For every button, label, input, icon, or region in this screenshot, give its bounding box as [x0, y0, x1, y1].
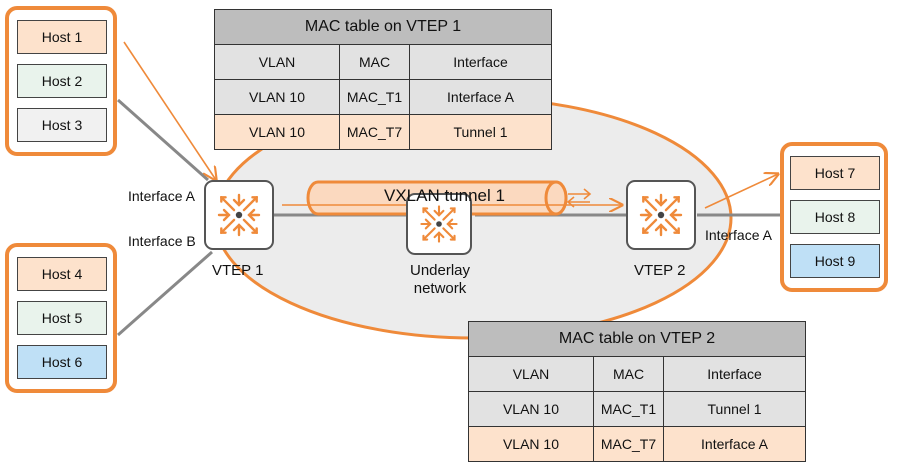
column-header: VLAN — [214, 44, 340, 80]
vtep1-device[interactable] — [204, 180, 274, 250]
vxlan-tunnel-pipe — [306, 180, 568, 216]
table-row: VLAN 10 MAC_T7 Interface A — [468, 426, 807, 462]
table-cell: MAC_T1 — [339, 79, 410, 115]
tunnel-end-arrows-icon — [566, 188, 592, 208]
mac-table-title: MAC table on VTEP 2 — [467, 321, 807, 357]
table-cell: MAC_T7 — [339, 114, 410, 150]
table-row: VLAN 10 MAC_T1 Tunnel 1 — [468, 391, 807, 427]
table-cell: VLAN 10 — [468, 426, 594, 462]
underlay-label-line1: Underlay — [409, 262, 471, 279]
host-group-right: Host 7 Host 8 Host 9 — [780, 142, 888, 292]
switch-icon — [217, 193, 261, 237]
underlay-label-line2: network — [413, 280, 467, 297]
table-row: VLAN 10 MAC_T7 Tunnel 1 — [214, 114, 553, 150]
vtep2-device[interactable] — [626, 180, 696, 250]
arrow-vtep2-host7 — [704, 174, 778, 209]
mac-table-vtep1: MAC table on VTEP 1 VLAN MAC Interface V… — [213, 9, 553, 150]
host-1[interactable]: Host 1 — [17, 20, 107, 54]
table-cell: Tunnel 1 — [408, 114, 553, 150]
table-cell: VLAN 10 — [214, 79, 340, 115]
host-8[interactable]: Host 8 — [790, 200, 880, 234]
table-cell: Tunnel 1 — [662, 391, 807, 427]
vtep1-interface-b-label: Interface B — [128, 233, 196, 249]
arrow-host1-vtep1 — [123, 41, 216, 180]
host-9[interactable]: Host 9 — [790, 244, 880, 278]
column-header: Interface — [408, 44, 553, 80]
switch-icon — [420, 205, 458, 243]
mac-table-title: MAC table on VTEP 1 — [213, 9, 553, 45]
host-2[interactable]: Host 2 — [17, 64, 107, 98]
vtep2-interface-a-label: Interface A — [705, 227, 772, 243]
host-group-left-top: Host 1 Host 2 Host 3 — [5, 6, 117, 156]
table-cell: VLAN 10 — [214, 114, 340, 150]
table-cell: Interface A — [662, 426, 807, 462]
column-header: MAC — [339, 44, 410, 80]
column-header: MAC — [593, 356, 664, 392]
column-header: Interface — [662, 356, 807, 392]
host-group-left-bottom: Host 4 Host 5 Host 6 — [5, 243, 117, 393]
table-cell: MAC_T7 — [593, 426, 664, 462]
host-4[interactable]: Host 4 — [17, 257, 107, 291]
link-group2-vtep1 — [117, 250, 213, 337]
host-3[interactable]: Host 3 — [17, 108, 107, 142]
switch-icon — [639, 193, 683, 237]
table-cell: MAC_T1 — [593, 391, 664, 427]
table-row: VLAN 10 MAC_T1 Interface A — [214, 79, 553, 115]
host-7[interactable]: Host 7 — [790, 156, 880, 190]
host-5[interactable]: Host 5 — [17, 301, 107, 335]
mac-table-vtep2: MAC table on VTEP 2 VLAN MAC Interface V… — [467, 321, 807, 462]
underlay-device[interactable] — [406, 193, 472, 255]
vtep2-label: VTEP 2 — [634, 262, 686, 279]
column-header: VLAN — [468, 356, 594, 392]
vtep1-interface-a-label: Interface A — [128, 188, 195, 204]
link-group1-vtep1 — [117, 98, 209, 182]
table-cell: Interface A — [408, 79, 553, 115]
vxlan-tunnel-label: VXLAN tunnel 1 — [384, 186, 505, 205]
host-6[interactable]: Host 6 — [17, 345, 107, 379]
underlay-network-label: Underlay network — [400, 262, 480, 298]
table-cell: VLAN 10 — [468, 391, 594, 427]
vtep1-label: VTEP 1 — [212, 262, 264, 279]
